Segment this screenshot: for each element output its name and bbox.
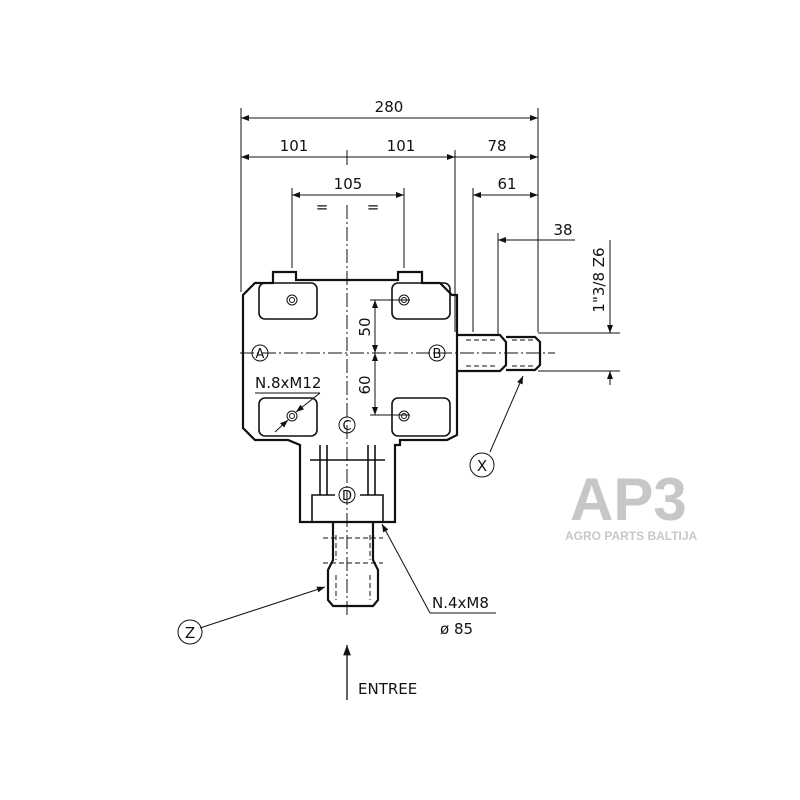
leader-lines <box>199 375 524 700</box>
marker-z: Z <box>185 624 195 642</box>
marker-d: D <box>342 489 352 504</box>
watermark-text: AGRO PARTS BALTIJA <box>565 529 698 543</box>
dim-bolt-spacing: 105 <box>334 175 363 193</box>
marker-x: X <box>477 457 487 475</box>
dim-shaft-length: 61 <box>497 175 516 193</box>
callout-flange-holes: N.4xM8 <box>432 594 489 612</box>
dim-shaft-spec: 1"3/8 Z6 <box>590 247 608 312</box>
dim-upper-offset: 50 <box>356 317 374 336</box>
dim-shaft-projection: 78 <box>487 137 506 155</box>
dim-overall-width: 280 <box>375 98 404 116</box>
bolt-holes <box>286 294 410 422</box>
dim-right-half: 101 <box>387 137 416 155</box>
dim-spline-length: 38 <box>553 221 572 239</box>
dim-lower-offset: 60 <box>356 375 374 394</box>
input-label: ENTREE <box>358 680 417 698</box>
centerlines <box>240 205 555 615</box>
gearbox-housing <box>241 270 542 608</box>
marker-c: C <box>342 419 351 434</box>
marker-b: B <box>433 347 442 362</box>
housing-details <box>258 282 451 522</box>
dim-left-half: 101 <box>280 137 309 155</box>
callout-side-holes: N.8xM12 <box>255 374 321 392</box>
spline-hidden-lines <box>323 339 535 600</box>
dimension-lines <box>241 115 613 415</box>
callout-flange-diameter: ø 85 <box>440 620 473 638</box>
watermark-logo: AP3 <box>570 466 687 533</box>
equal-mark-right: = <box>367 198 380 216</box>
reference-markers <box>177 344 495 645</box>
marker-a: A <box>256 347 265 362</box>
equal-mark-left: = <box>316 198 329 216</box>
